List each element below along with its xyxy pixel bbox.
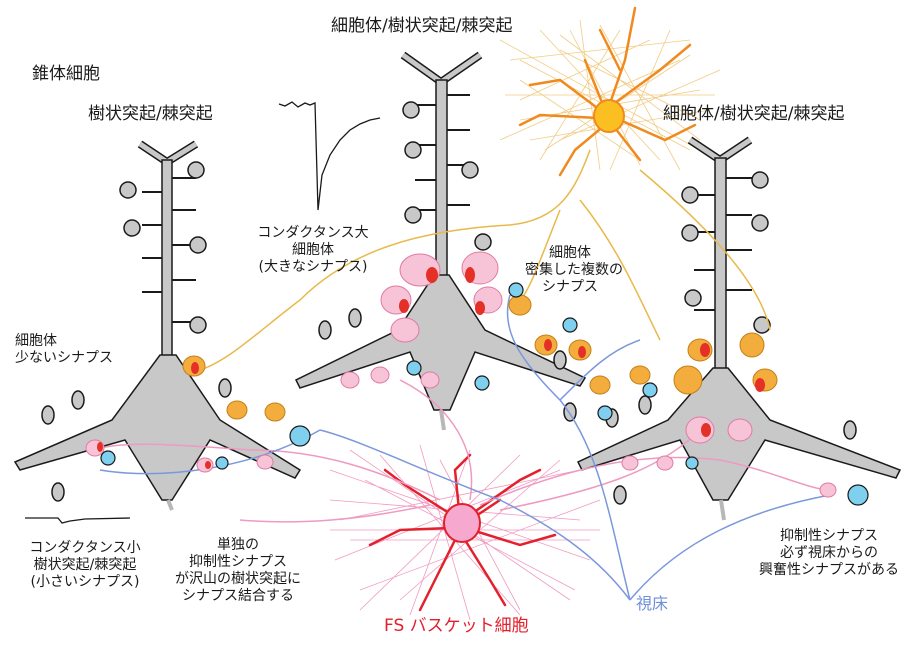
label-right-top: 細胞体/樹状突起/棘突起 xyxy=(663,104,845,124)
fs-basket-cell xyxy=(329,444,601,621)
synapses-orange xyxy=(182,294,778,422)
label-inhibitory-thalamus: 抑制性シナプス 必ず視床からの 興奮性シナプスがある xyxy=(759,528,899,578)
pyramidal-neuron-center xyxy=(294,51,587,422)
orange-interneuron xyxy=(499,6,721,177)
synapses-blue xyxy=(100,282,869,506)
label-single-inhibitory: 単独の 抑制性シナプス が沢山の樹状突起に シナプス結合する xyxy=(175,537,301,604)
title: 錐体細胞 xyxy=(32,64,100,84)
label-large-conductance: コンダクタンス大 細胞体 (大きなシナプス) xyxy=(257,225,369,275)
conductance-trace-small xyxy=(25,517,131,524)
synapses-red xyxy=(97,267,765,469)
label-small-conductance: コンダクタンス小 樹状突起/棘突起 (小さいシナプス) xyxy=(29,540,141,590)
pyramidal-neuron-right xyxy=(576,136,902,505)
label-left-soma: 細胞体 少ないシナプス xyxy=(15,333,113,366)
pyramidal-neuron-left xyxy=(13,140,302,502)
label-center-top: 細胞体/樹状突起/棘突起 xyxy=(331,16,513,36)
conductance-trace-large xyxy=(278,101,381,211)
label-left-top: 樹状突起/棘突起 xyxy=(88,104,213,124)
basket-axon xyxy=(94,379,831,523)
label-dense-synapses: 細胞体 密集した複数の シナプス xyxy=(525,245,623,295)
axons xyxy=(166,409,726,521)
label-thalamus: 視床 xyxy=(636,594,669,613)
label-fs-basket: FS バスケット細胞 xyxy=(384,616,529,636)
